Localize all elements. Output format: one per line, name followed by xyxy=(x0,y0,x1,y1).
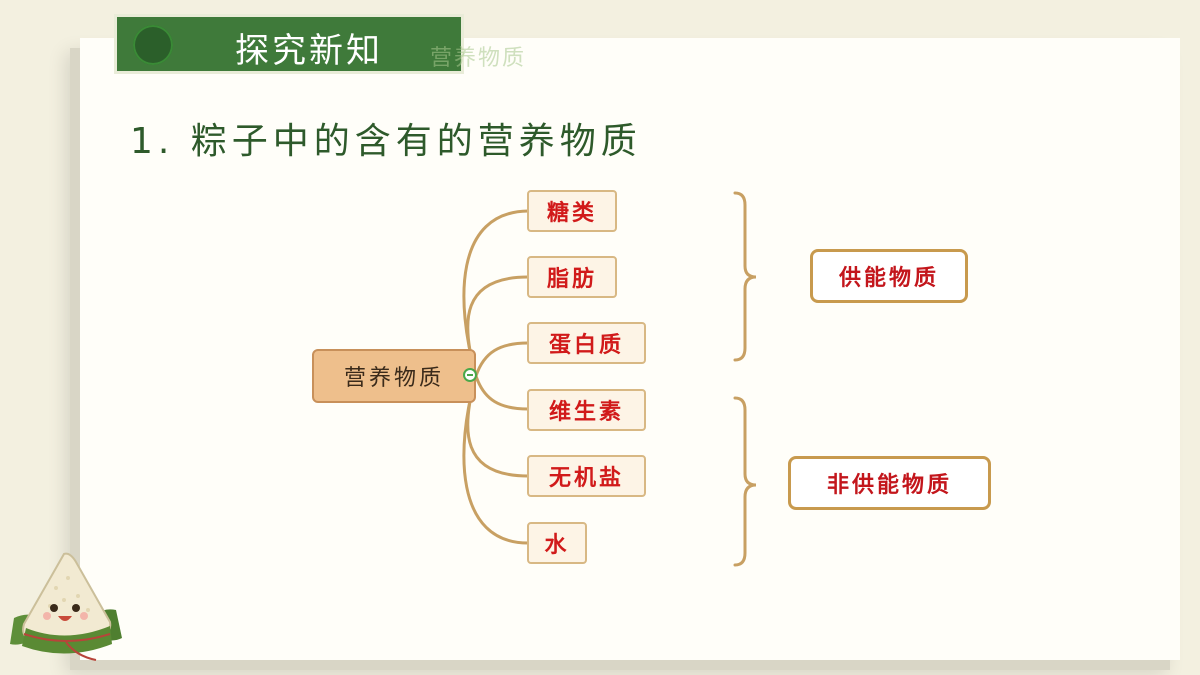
page-heading: 1. 粽子中的含有的营养物质 xyxy=(130,121,642,162)
title-watermark: 营养物质 xyxy=(430,46,527,71)
mindmap-node-carbohydrate[interactable]: 糖类 xyxy=(527,190,617,232)
mindmap-node-protein[interactable]: 蛋白质 xyxy=(527,322,646,364)
collapse-toggle-icon[interactable] xyxy=(463,368,477,382)
section-title: 探究新知 xyxy=(235,31,383,71)
mindmap-node-mineral[interactable]: 无机盐 xyxy=(527,455,646,497)
mindmap-node-fat[interactable]: 脂肪 xyxy=(527,256,617,298)
brace-upper xyxy=(733,191,757,362)
mindmap-root-node[interactable]: 营养物质 xyxy=(312,349,476,403)
mindmap-node-vitamin[interactable]: 维生素 xyxy=(527,389,646,431)
connector-4 xyxy=(466,374,530,478)
group-energy-nutrients: 供能物质 xyxy=(810,249,968,303)
connector-2 xyxy=(474,341,530,378)
title-dot-icon xyxy=(133,25,173,65)
brace-lower xyxy=(733,396,757,567)
connector-3 xyxy=(474,374,530,411)
group-non-energy-nutrients: 非供能物质 xyxy=(788,456,991,510)
section-title-banner: 探究新知 xyxy=(114,14,464,74)
connector-5 xyxy=(462,374,530,545)
zongzi-mascot-icon xyxy=(10,552,122,661)
connector-1 xyxy=(466,275,530,378)
mindmap-node-water[interactable]: 水 xyxy=(527,522,587,564)
